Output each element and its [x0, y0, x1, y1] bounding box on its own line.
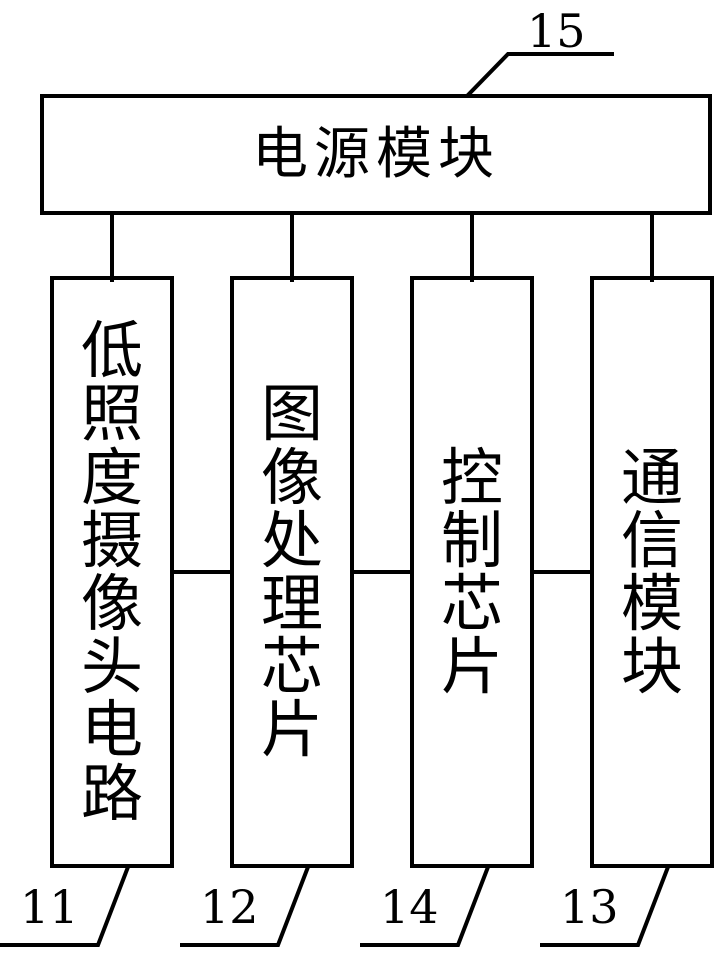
image-processing-chip-box — [230, 276, 354, 868]
communication-module-box — [590, 276, 714, 868]
low-light-camera-circuit-box — [50, 276, 174, 868]
leader-line-12 — [180, 864, 311, 947]
power-module-box — [40, 94, 712, 215]
leader-line-11 — [0, 864, 131, 947]
control-chip-box — [410, 276, 534, 868]
leader-line-15 — [465, 52, 614, 98]
leader-line-13 — [540, 864, 671, 947]
leader-line-14 — [360, 864, 491, 947]
